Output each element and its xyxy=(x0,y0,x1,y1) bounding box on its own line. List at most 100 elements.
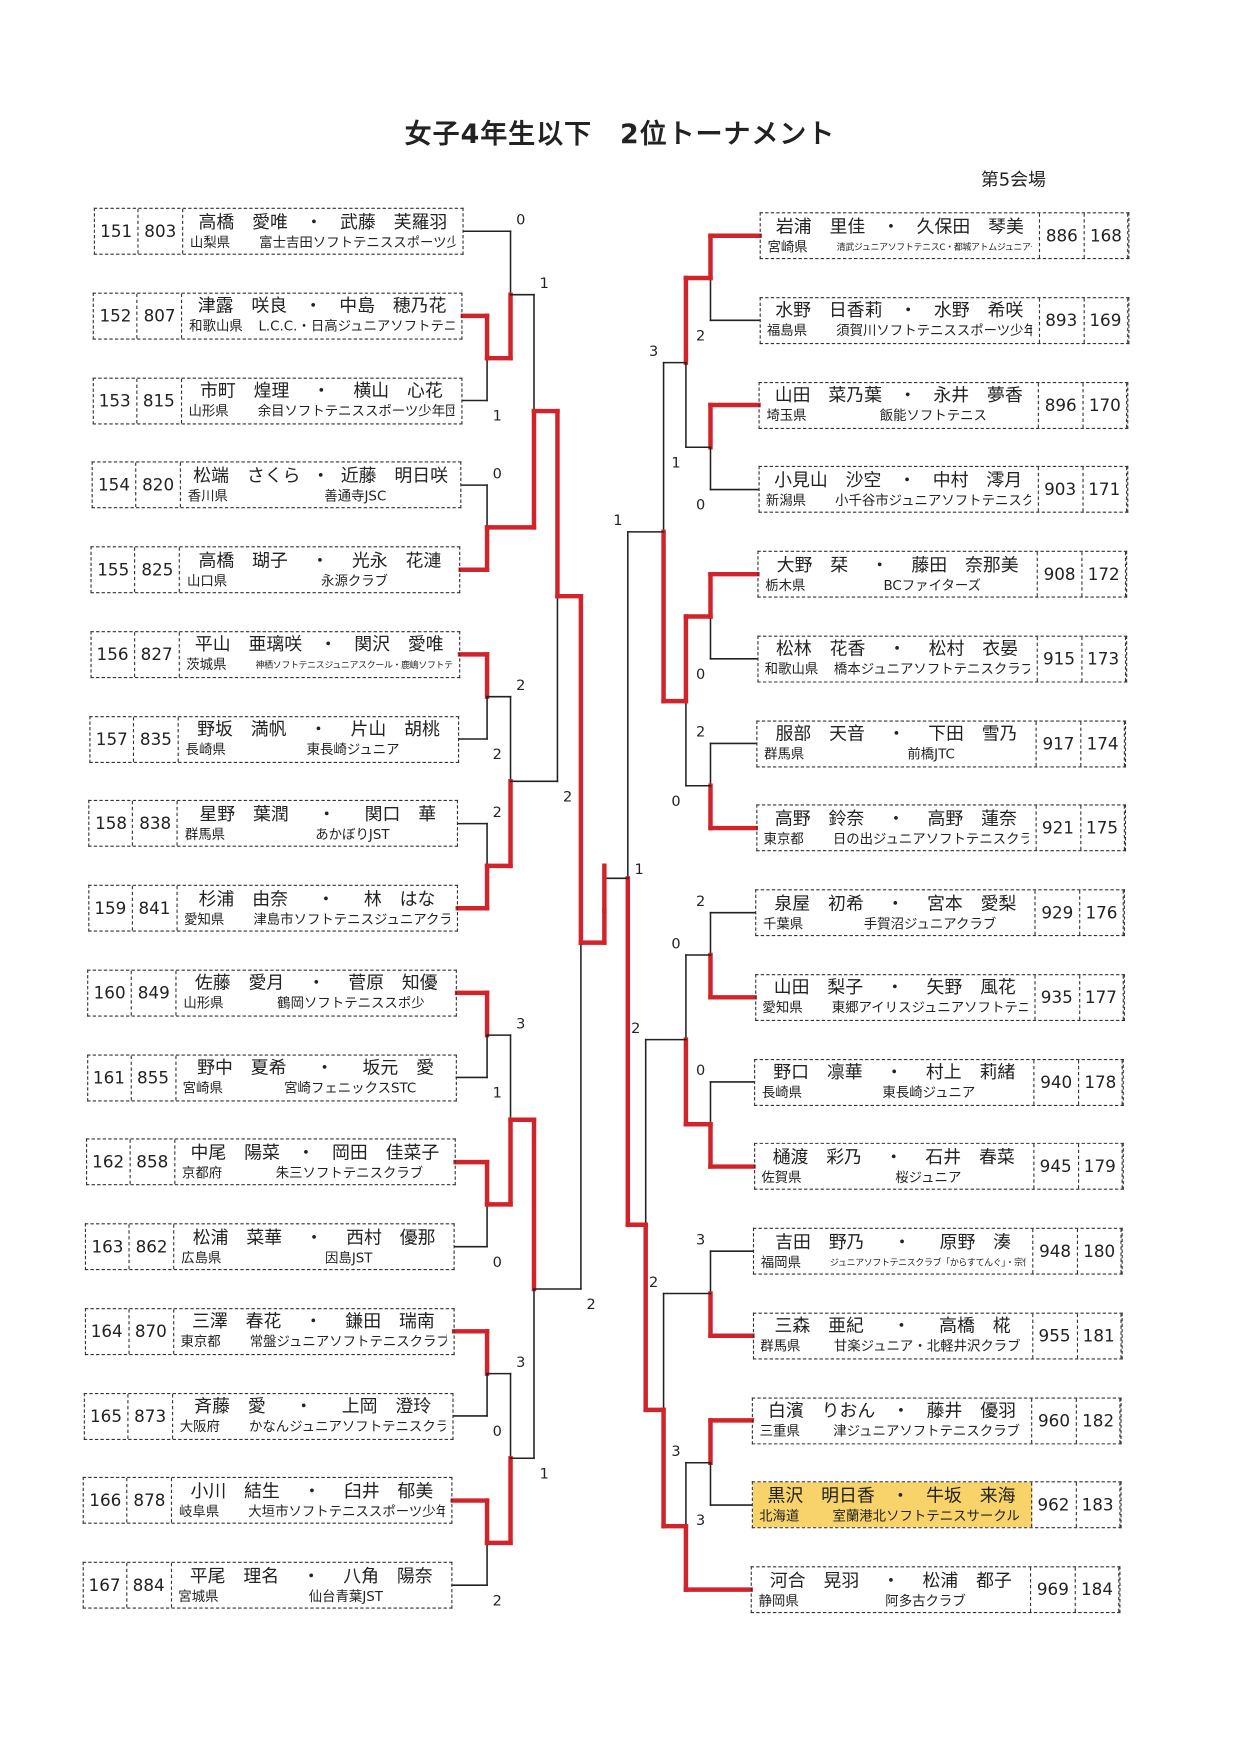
seed-number: 181 xyxy=(1077,1313,1122,1359)
affiliation-line: 大阪府かなんジュニアソフトテニスクラブ xyxy=(180,1418,446,1437)
score-label: 3 xyxy=(516,1355,525,1371)
player-1-name: 野口 凛華 xyxy=(773,1061,863,1083)
affiliation-line: 和歌山県橋本ジュニアソフトテニスクラブ xyxy=(765,660,1030,679)
score-label: 2 xyxy=(649,1275,658,1291)
seed-number: 183 xyxy=(1076,1482,1120,1528)
club-name: 須賀川ソフトテニススポーツ少年団 xyxy=(836,323,1032,339)
player-id: 862 xyxy=(130,1224,175,1270)
player-1-name: 白濱 りおん xyxy=(768,1399,876,1421)
club-name: 富士吉田ソフトテニススポーツ少年団 xyxy=(259,234,456,250)
separator-dot: ・ xyxy=(311,464,330,486)
seed-number: 166 xyxy=(84,1478,128,1523)
separator-dot: ・ xyxy=(304,295,323,317)
player-2-name: 久保田 琴美 xyxy=(916,215,1024,237)
player-1-name: 平尾 理名 xyxy=(189,1564,280,1586)
players-line: 野口 凛華・村上 莉緒 xyxy=(762,1061,1027,1083)
club-name: かなんジュニアソフトテニスクラブ xyxy=(248,1418,446,1435)
separator-dot: ・ xyxy=(317,887,335,909)
prefecture: 山口県 xyxy=(186,572,228,589)
seed-number: 172 xyxy=(1082,551,1127,597)
club-name: 小千谷市ジュニアソフトテニスクラブ xyxy=(835,492,1030,509)
score-label: 2 xyxy=(516,678,525,694)
seed-number: 164 xyxy=(86,1308,130,1354)
player-id: 803 xyxy=(139,208,184,254)
player-id: 886 xyxy=(1040,213,1085,259)
player-2-name: 中村 澪月 xyxy=(932,468,1023,491)
affiliation-line: 山形県鶴岡ソフトテニススポ少 xyxy=(183,995,449,1014)
entry-row[interactable]: 小見山 沙空・中村 澪月新潟県小千谷市ジュニアソフトテニスクラブ903171 xyxy=(757,466,1128,514)
seed-number: 171 xyxy=(1083,467,1127,512)
score-label: 0 xyxy=(671,936,680,952)
prefecture: 群馬県 xyxy=(184,826,226,843)
prefecture: 和歌山県 xyxy=(189,318,243,335)
players-line: 野坂 満帆・片山 胡桃 xyxy=(186,718,452,740)
seed-number: 160 xyxy=(88,970,132,1016)
score-label: 1 xyxy=(540,276,549,292)
entry-row[interactable]: 岩浦 里佳・久保田 琴美宮崎県清武ジュニアソフトテニスC・都城アトムジュニアクラ… xyxy=(759,212,1130,260)
club-name: 東長崎ジュニア xyxy=(882,1084,976,1101)
entry-row[interactable]: 吉田 野乃・原野 湊福岡県ジュニアソフトテニスクラブ「からすてんぐ」・宗像ジュニ… xyxy=(752,1227,1123,1275)
player-2-name: 原野 湊 xyxy=(939,1230,1012,1252)
player-id: 858 xyxy=(131,1139,176,1185)
affiliation-line: 福島県須賀川ソフトテニススポーツ少年団 xyxy=(767,322,1032,341)
player-2-name: 上岡 澄玲 xyxy=(341,1395,432,1417)
player-2-name: 村上 莉緒 xyxy=(925,1061,1016,1083)
players-line: 三森 亜紀・高橋 椛 xyxy=(760,1315,1025,1337)
seed-number: 182 xyxy=(1077,1398,1121,1443)
player-2-name: 中島 穂乃花 xyxy=(339,295,447,317)
affiliation-line: 香川県善通寺JSC xyxy=(188,487,454,506)
seed-number: 157 xyxy=(91,716,135,762)
player-2-name: 近藤 明日咲 xyxy=(340,464,449,486)
affiliation-line: 千葉県手賀沼ジュニアクラブ xyxy=(763,914,1028,933)
player-1-name: 三澤 春花 xyxy=(191,1310,282,1332)
player-id: 870 xyxy=(129,1308,174,1354)
club-name: あかぼりJST xyxy=(315,826,390,843)
separator-dot: ・ xyxy=(305,1226,324,1248)
club-name: 朱三ソフトテニスクラブ xyxy=(275,1164,424,1181)
club-name: 東長崎ジュニア xyxy=(306,741,400,758)
player-2-name: 関沢 愛唯 xyxy=(354,633,444,655)
player-2-name: 菅原 知優 xyxy=(348,972,438,994)
players-line: 松端 さくら・近藤 明日咲 xyxy=(188,464,454,486)
separator-dot: ・ xyxy=(302,1479,321,1502)
entry-row[interactable]: 山田 梨子・矢野 風花愛知県東郷アイリスジュニアソフトテニスクラブ935177 xyxy=(754,973,1125,1021)
player-2-name: 坂元 愛 xyxy=(362,1056,435,1079)
player-1-name: 市町 煌理 xyxy=(199,379,290,402)
separator-dot: ・ xyxy=(881,215,900,237)
separator-dot: ・ xyxy=(870,553,889,575)
player-2-name: 永井 夢香 xyxy=(933,384,1023,406)
player-2-name: 八角 陽奈 xyxy=(343,1564,433,1586)
pair-names: 小川 結生・臼井 郁美岐阜県大垣市ソフトテニススポーツ少年団 xyxy=(172,1478,451,1523)
